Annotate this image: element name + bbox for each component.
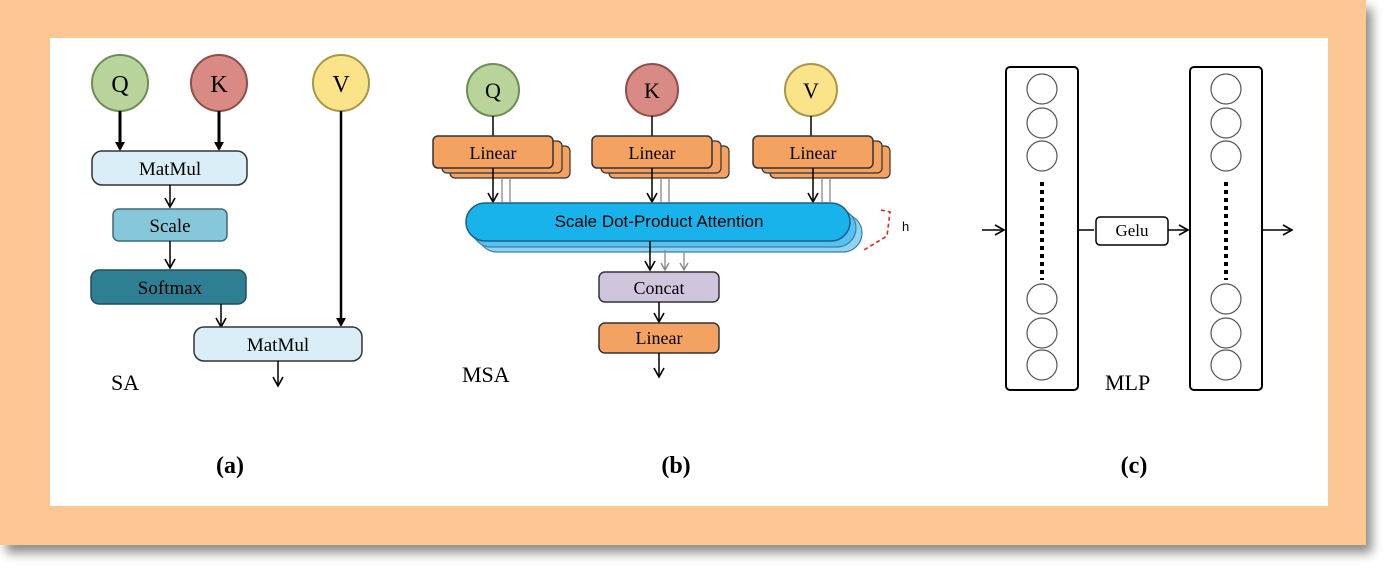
svg-text:Scale Dot-Product Attention: Scale Dot-Product Attention: [555, 212, 764, 231]
svg-text:V: V: [332, 72, 350, 98]
heads-label: h: [902, 219, 909, 234]
msa-caption: MSA: [462, 362, 510, 387]
linear-k-stack: Linear: [591, 135, 730, 179]
concat-box: Concat: [598, 271, 720, 303]
svg-text:V: V: [803, 78, 819, 103]
svg-text:K: K: [644, 78, 660, 103]
svg-text:Q: Q: [485, 78, 501, 103]
svg-text:K: K: [210, 72, 228, 98]
v-node: V: [312, 54, 370, 112]
panel-a-sa: Q K V MatMul Scale Softmax: [90, 54, 370, 479]
gelu-box: Gelu: [1095, 216, 1169, 246]
panel-a-label: (a): [216, 453, 244, 479]
linear-v-stack: Linear: [752, 135, 891, 179]
panel-b-label: (b): [661, 453, 690, 479]
svg-text:Linear: Linear: [790, 143, 837, 163]
v-node: V: [784, 63, 838, 117]
matmul-top-box: MatMul: [91, 150, 248, 186]
mlp-caption: MLP: [1105, 370, 1150, 395]
svg-text:Linear: Linear: [629, 143, 676, 163]
panel-b-msa: Q K V Linear Linear: [432, 63, 909, 479]
q-node: Q: [466, 63, 520, 117]
svg-text:MatMul: MatMul: [247, 335, 309, 356]
svg-text:MatMul: MatMul: [139, 159, 201, 180]
softmax-box: Softmax: [90, 269, 247, 305]
k-node: K: [625, 63, 679, 117]
scale-box: Scale: [112, 208, 228, 242]
attention-stack: Scale Dot-Product Attention: [465, 202, 863, 253]
svg-text:Scale: Scale: [149, 216, 190, 237]
svg-text:Q: Q: [111, 72, 128, 98]
heads-bracket: [863, 209, 891, 251]
q-node: Q: [91, 54, 149, 112]
panel-c-mlp: Gelu MLP (c): [982, 66, 1294, 479]
linear-q-stack: Linear: [432, 135, 571, 179]
sa-caption: SA: [111, 370, 139, 395]
panel-c-label: (c): [1121, 453, 1148, 479]
mlp-layer-right: [1189, 66, 1263, 391]
svg-text:Linear: Linear: [470, 143, 517, 163]
svg-text:Softmax: Softmax: [138, 278, 203, 299]
svg-text:Gelu: Gelu: [1115, 221, 1149, 240]
matmul-bottom-box: MatMul: [193, 326, 363, 362]
svg-text:Linear: Linear: [636, 328, 683, 348]
k-node: K: [190, 54, 248, 112]
svg-text:Concat: Concat: [634, 278, 685, 298]
mlp-layer-left: [1005, 66, 1079, 391]
linear-output-box: Linear: [598, 322, 720, 354]
